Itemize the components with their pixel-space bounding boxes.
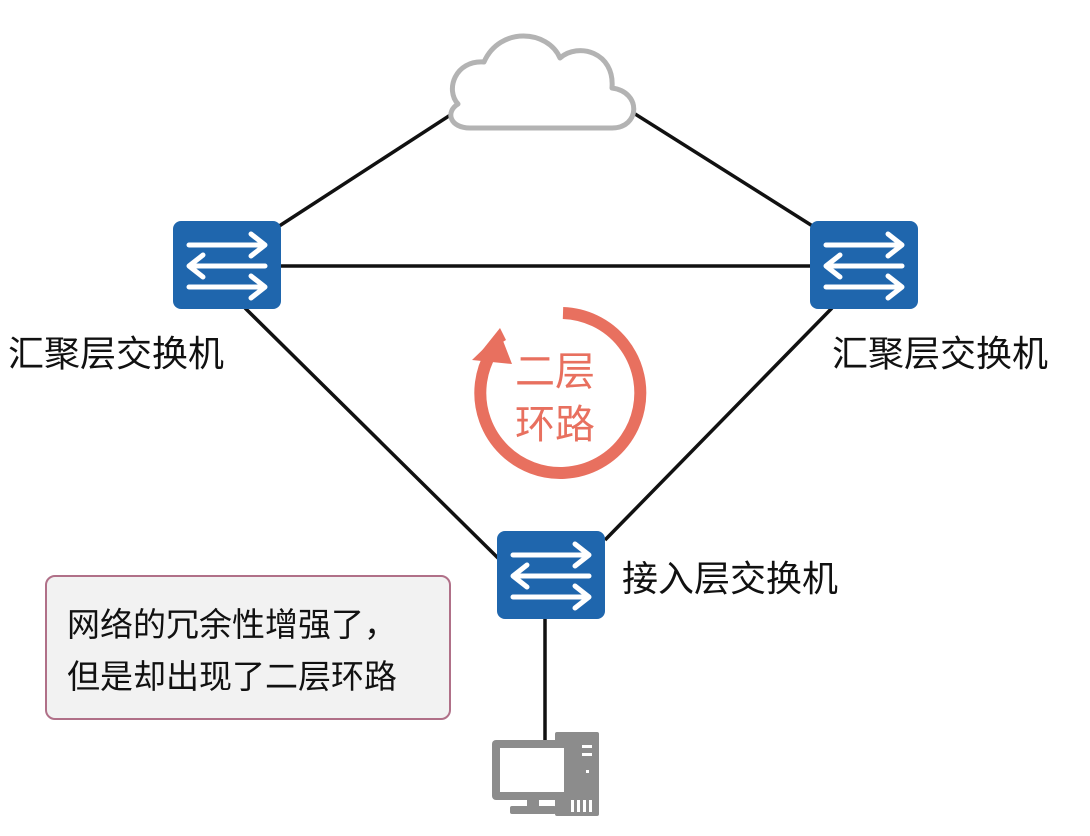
aggregation-switch-left-label: 汇聚层交换机 bbox=[8, 334, 225, 375]
computer-icon bbox=[492, 732, 599, 816]
network-links bbox=[243, 110, 834, 742]
loop-label-line2: 环路 bbox=[515, 402, 595, 448]
note-line1: 网络的冗余性增强了， bbox=[67, 605, 397, 644]
link-right-access bbox=[603, 306, 834, 542]
switch-icon-access bbox=[497, 531, 605, 619]
switch-icon-aggregation-left bbox=[173, 221, 281, 309]
link-cloud-right bbox=[631, 110, 823, 234]
loop-label-line1: 二层 bbox=[515, 349, 595, 395]
link-cloud-left bbox=[269, 110, 456, 234]
cloud-icon bbox=[448, 33, 637, 131]
aggregation-switch-right-label: 汇聚层交换机 bbox=[832, 334, 1049, 375]
note-box: 网络的冗余性增强了， 但是却出现了二层环路 bbox=[45, 575, 451, 720]
link-left-access bbox=[243, 306, 502, 562]
access-switch-label: 接入层交换机 bbox=[622, 559, 839, 600]
note-line2: 但是却出现了二层环路 bbox=[67, 657, 397, 696]
switch-icon-aggregation-right bbox=[810, 221, 918, 309]
loop-arrow-icon bbox=[472, 307, 647, 479]
